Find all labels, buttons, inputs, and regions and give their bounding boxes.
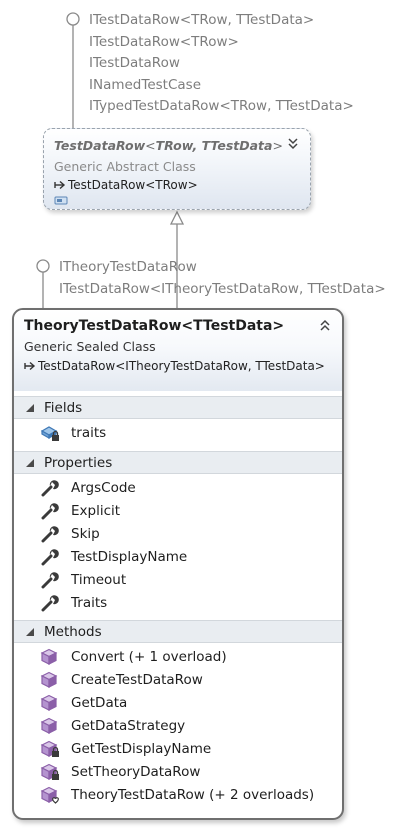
member-label: Skip	[71, 526, 100, 542]
property-wrench-icon	[41, 595, 59, 612]
property-wrench-icon	[41, 480, 59, 497]
collapse-triangle-icon	[26, 628, 34, 636]
section-label: Properties	[44, 455, 113, 471]
property-wrench-icon	[41, 549, 59, 566]
member-label: traits	[71, 425, 107, 441]
member-label: Explicit	[71, 503, 121, 519]
inherits-arrow-icon	[24, 361, 36, 371]
interface-label: ITypedTestDataRow<TRow, TTestData>	[89, 98, 354, 115]
member-label: Convert (+ 1 overload)	[71, 649, 227, 665]
class-title: TheoryTestDataRow<TTestData>	[24, 318, 285, 334]
mid-interface-list: ITheoryTestDataRow ITestDataRow<ITheoryT…	[59, 257, 386, 300]
abstract-class-stereotype: Generic Abstract Class	[54, 159, 196, 174]
section-label: Fields	[44, 400, 83, 416]
interface-label: ITestDataRow	[89, 55, 180, 72]
abstract-class-title: TestDataRow<TRow, TTestData>	[54, 138, 283, 153]
interface-label: ITestDataRow<TRow, TTestData>	[89, 12, 315, 28]
member-label: GetTestDisplayName	[71, 741, 212, 757]
section-label: Methods	[44, 624, 102, 640]
method-cube-icon	[40, 717, 58, 734]
private-method-icon	[40, 763, 59, 780]
abstract-class-base: TestDataRow<TRow>	[54, 178, 198, 192]
interface-label: INamedTestCase	[89, 76, 202, 93]
section-header-methods[interactable]: Methods	[14, 620, 342, 643]
class-stereotype: Generic Sealed Class	[24, 339, 156, 354]
constructor-icon	[40, 786, 59, 804]
interface-label: ITestDataRow<ITheoryTestDataRow, TTestDa…	[59, 280, 386, 297]
sealed-class-box[interactable]: TheoryTestDataRow<TTestData> Generic Sea…	[12, 308, 344, 820]
private-method-icon	[40, 740, 59, 757]
abstract-class-box[interactable]: TestDataRow<TRow, TTestData> Generic Abs…	[43, 128, 311, 210]
section-header-fields[interactable]: Fields	[14, 396, 342, 419]
interface-label: ITestDataRow<TRow>	[89, 33, 239, 50]
class-header: TheoryTestDataRow<TTestData> Generic Sea…	[14, 310, 342, 391]
inherits-arrow-icon	[54, 180, 66, 190]
property-wrench-icon	[41, 503, 59, 520]
member-label: TestDisplayName	[71, 549, 188, 565]
interface-lollipop-top	[66, 12, 80, 26]
member-label: CreateTestDataRow	[71, 672, 203, 688]
method-cube-icon	[40, 648, 58, 665]
member-label: Timeout	[71, 572, 127, 588]
section-header-properties[interactable]: Properties	[14, 451, 342, 474]
member-label: GetDataStrategy	[71, 718, 186, 734]
method-cube-icon	[40, 671, 58, 688]
inheritance-arrowhead	[169, 210, 185, 225]
collapse-chevron-icon[interactable]	[318, 318, 332, 332]
method-cube-icon	[40, 694, 58, 711]
private-field-icon	[40, 426, 59, 441]
member-label: Traits	[71, 595, 108, 611]
member-label: TheoryTestDataRow (+ 2 overloads)	[71, 787, 315, 803]
member-label: SetTheoryDataRow	[71, 764, 201, 780]
property-wrench-icon	[41, 572, 59, 589]
class-base: TestDataRow<ITheoryTestDataRow, TTestDat…	[24, 359, 325, 373]
member-label: GetData	[71, 695, 128, 711]
class-details-icon	[54, 196, 68, 205]
member-label: ArgsCode	[71, 480, 136, 496]
collapse-triangle-icon	[26, 404, 34, 412]
collapse-triangle-icon	[26, 459, 34, 467]
property-wrench-icon	[41, 526, 59, 543]
interface-lollipop-mid	[36, 259, 50, 273]
top-interface-list: ITestDataRow<TRow, TTestData> ITestDataR…	[89, 10, 354, 118]
expand-chevron-icon[interactable]	[286, 137, 300, 151]
interface-label: ITheoryTestDataRow	[59, 259, 197, 275]
